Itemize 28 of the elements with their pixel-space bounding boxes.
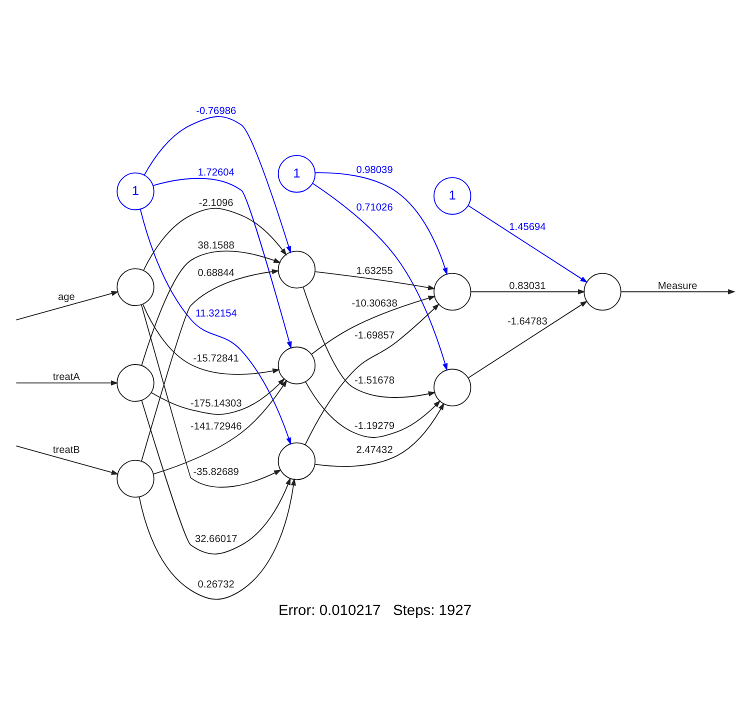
edge-label: treatA [52,371,80,382]
edge-label: -15.72841 [193,353,239,364]
edge-label: 0.68844 [198,267,234,278]
edge-label: 32.66017 [194,534,238,545]
edge-label: 2.47432 [356,444,393,456]
edge-label: 11.32154 [195,308,237,319]
edge-label: 38.1588 [198,240,234,251]
edge-label: -10.30638 [352,298,398,309]
edge-label: -0.76986 [196,105,236,116]
edge-label: 1.45694 [509,221,546,232]
edge-label: -141.72946 [190,421,242,432]
edge-label: 1.63255 [356,266,393,277]
edge-label: -1.69857 [354,330,395,342]
edge-label: -1.51678 [354,375,395,386]
caption: Error: 0.010217 Steps: 1927 [278,602,472,618]
edge-label: 0.26732 [198,578,234,590]
edge-label: Measure [658,280,698,292]
edge-label: -2.1096 [198,197,234,208]
edge-label: 1.72604 [198,167,234,178]
edge-label: -1.19279 [354,420,395,432]
edge-label: age [58,291,75,302]
edge-label: -175.14303 [190,398,242,410]
edge-label: -1.64783 [507,316,548,328]
edge-label: 0.98039 [356,164,393,176]
edge-label: -35.82689 [193,466,239,478]
edge-label: treatB [52,444,80,456]
edge-label: 0.83031 [509,280,546,292]
edge-label: 0.71026 [356,202,393,214]
